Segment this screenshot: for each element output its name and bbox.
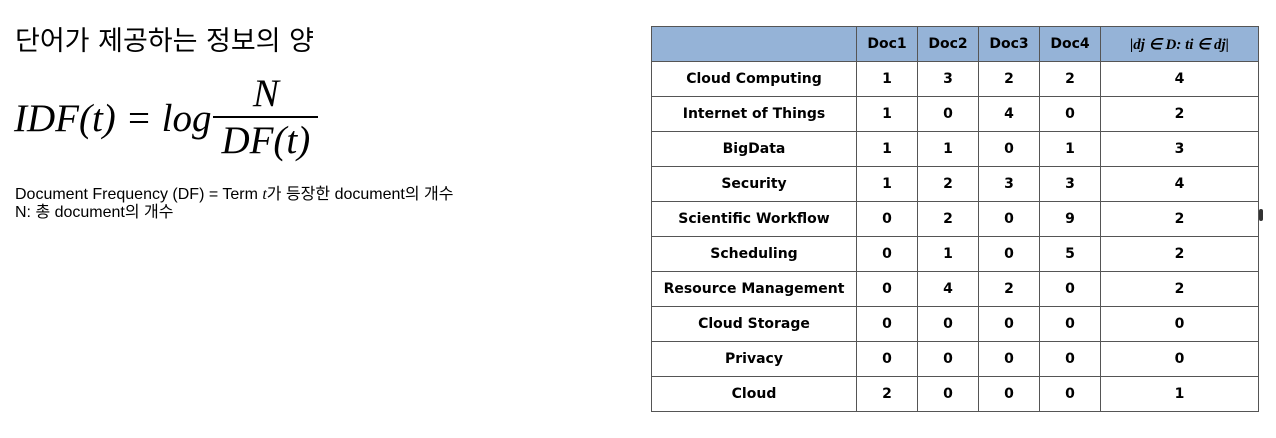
- cell-term: Privacy: [651, 341, 857, 377]
- cell-doc4: 3: [1039, 166, 1101, 202]
- edge-marker: [1259, 209, 1263, 221]
- header-doc2: Doc2: [917, 26, 979, 62]
- cell-doc4: 0: [1039, 271, 1101, 307]
- term-frequency-table-container: Doc1 Doc2 Doc3 Doc4 |dj ∈ D: ti ∈ dj| Cl…: [651, 26, 1259, 412]
- cell-df: 2: [1100, 236, 1259, 272]
- table-header-row: Doc1 Doc2 Doc3 Doc4 |dj ∈ D: ti ∈ dj|: [651, 26, 1259, 62]
- cell-term: Resource Management: [651, 271, 857, 307]
- cell-df: 0: [1100, 341, 1259, 377]
- df-definition: Document Frequency (DF) = Term t가 등장한 do…: [15, 186, 453, 204]
- cell-df: 4: [1100, 61, 1259, 97]
- cell-doc3: 0: [978, 306, 1040, 342]
- header-document-frequency: |dj ∈ D: ti ∈ dj|: [1100, 26, 1259, 62]
- cell-term: Cloud Storage: [651, 306, 857, 342]
- cell-df: 2: [1100, 96, 1259, 132]
- df-definition-var: t: [262, 186, 267, 203]
- formula-lhs: IDF(t) = log: [14, 96, 212, 140]
- df-definition-prefix: Document Frequency (DF) = Term: [15, 186, 263, 203]
- cell-term: Security: [651, 166, 857, 202]
- cell-doc4: 0: [1039, 96, 1101, 132]
- n-definition: N: 총 document의 개수: [15, 204, 174, 221]
- cell-doc2: 2: [917, 166, 979, 202]
- cell-doc2: 0: [917, 341, 979, 377]
- cell-doc3: 0: [978, 376, 1040, 412]
- cell-doc3: 0: [978, 236, 1040, 272]
- cell-doc2: 3: [917, 61, 979, 97]
- header-doc3: Doc3: [978, 26, 1040, 62]
- cell-term: BigData: [651, 131, 857, 167]
- cell-df: 2: [1100, 271, 1259, 307]
- cell-doc4: 1: [1039, 131, 1101, 167]
- cell-doc1: 1: [856, 61, 918, 97]
- cell-doc4: 0: [1039, 306, 1101, 342]
- formula-numerator: N: [252, 72, 279, 115]
- cell-term: Cloud: [651, 376, 857, 412]
- idf-formula: IDF(t) = log N DF(t): [14, 72, 319, 164]
- cell-doc3: 0: [978, 201, 1040, 237]
- cell-doc1: 0: [856, 236, 918, 272]
- cell-doc4: 5: [1039, 236, 1101, 272]
- formula-fraction: N DF(t): [213, 72, 319, 164]
- header-doc4: Doc4: [1039, 26, 1101, 62]
- cell-doc2: 1: [917, 131, 979, 167]
- cell-doc4: 9: [1039, 201, 1101, 237]
- cell-doc2: 0: [917, 96, 979, 132]
- cell-doc3: 2: [978, 271, 1040, 307]
- cell-doc4: 0: [1039, 341, 1101, 377]
- cell-doc3: 0: [978, 131, 1040, 167]
- cell-doc1: 2: [856, 376, 918, 412]
- cell-doc1: 0: [856, 306, 918, 342]
- cell-doc2: 4: [917, 271, 979, 307]
- cell-term: Scheduling: [651, 236, 857, 272]
- cell-df: 4: [1100, 166, 1259, 202]
- cell-doc4: 2: [1039, 61, 1101, 97]
- cell-doc2: 1: [917, 236, 979, 272]
- left-panel: 단어가 제공하는 정보의 양 IDF(t) = log N DF(t) Docu…: [14, 26, 453, 222]
- cell-doc1: 1: [856, 96, 918, 132]
- cell-doc3: 0: [978, 341, 1040, 377]
- cell-df: 1: [1100, 376, 1259, 412]
- cell-doc2: 2: [917, 201, 979, 237]
- formula-denominator: DF(t): [213, 116, 319, 164]
- df-definition-suffix: 가 등장한 document의 개수: [266, 186, 454, 203]
- slide-title: 단어가 제공하는 정보의 양: [15, 26, 314, 57]
- term-frequency-table: Doc1 Doc2 Doc3 Doc4 |dj ∈ D: ti ∈ dj| Cl…: [651, 26, 1259, 412]
- cell-doc1: 0: [856, 271, 918, 307]
- header-term: [651, 26, 857, 62]
- definitions: Document Frequency (DF) = Term t가 등장한 do…: [15, 186, 453, 222]
- cell-term: Cloud Computing: [651, 61, 857, 97]
- cell-doc3: 2: [978, 61, 1040, 97]
- cell-term: Scientific Workflow: [651, 201, 857, 237]
- cell-doc1: 1: [856, 131, 918, 167]
- cell-doc3: 3: [978, 166, 1040, 202]
- cell-doc4: 0: [1039, 376, 1101, 412]
- cell-df: 0: [1100, 306, 1259, 342]
- cell-doc1: 1: [856, 166, 918, 202]
- cell-df: 2: [1100, 201, 1259, 237]
- cell-doc1: 0: [856, 341, 918, 377]
- cell-doc2: 0: [917, 306, 979, 342]
- cell-term: Internet of Things: [651, 96, 857, 132]
- cell-df: 3: [1100, 131, 1259, 167]
- cell-doc2: 0: [917, 376, 979, 412]
- header-doc1: Doc1: [856, 26, 918, 62]
- cell-doc1: 0: [856, 201, 918, 237]
- cell-doc3: 4: [978, 96, 1040, 132]
